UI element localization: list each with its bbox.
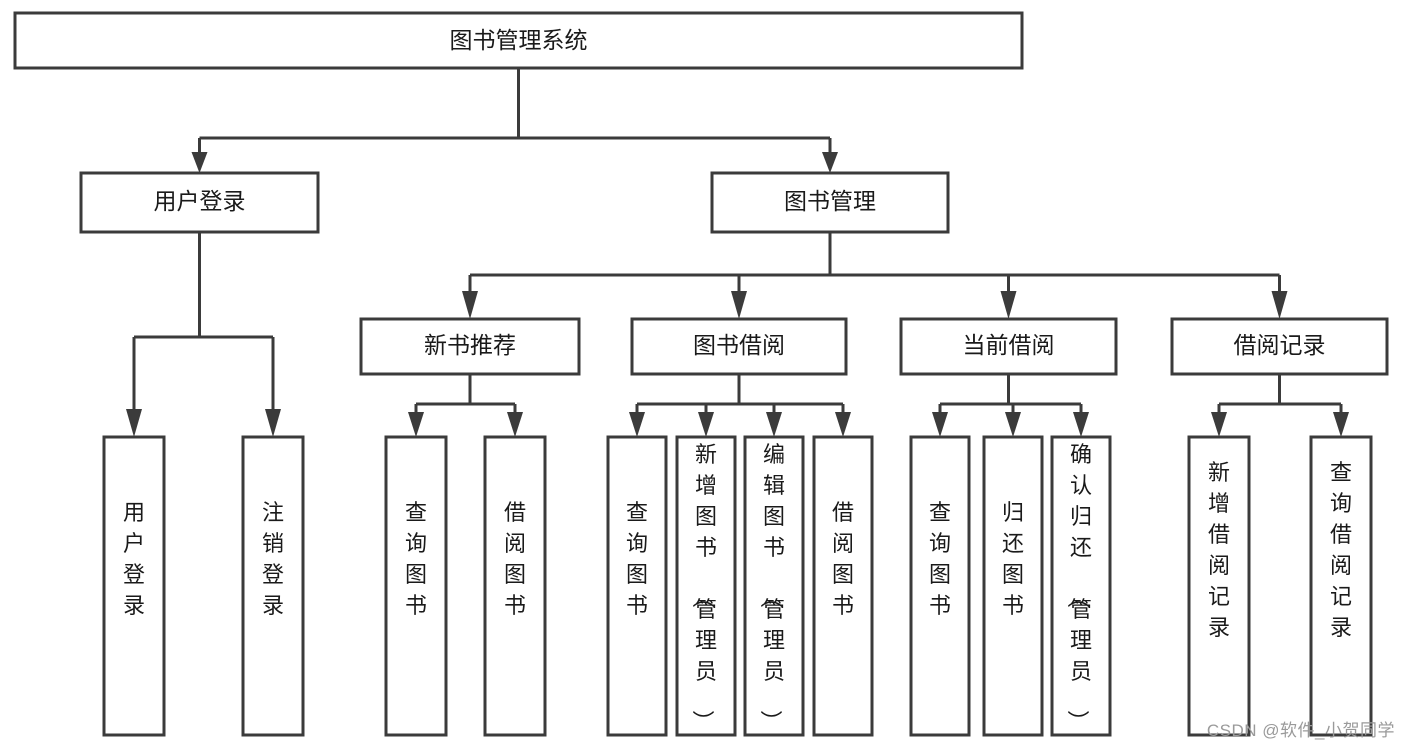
node-borrow-record-label: 借阅记录	[1234, 332, 1326, 358]
arrow-head-icon	[462, 291, 478, 319]
watermark-text: CSDN @软件_小贺同学	[1206, 721, 1395, 740]
node-leaf-borrow-book[interactable]: 借阅图书	[812, 435, 874, 737]
arrow-head-icon	[766, 412, 782, 437]
node-leaf-add-borrow-record-box[interactable]	[1187, 435, 1251, 737]
node-leaf-return-book-box[interactable]	[982, 435, 1044, 737]
arrow-head-icon	[265, 409, 281, 437]
node-user-login-label: 用户登录	[154, 188, 246, 214]
arrow-head-icon	[629, 412, 645, 437]
node-leaf-borrow-book-new-box[interactable]	[483, 435, 547, 737]
arrow-head-icon	[1211, 412, 1227, 437]
node-leaf-logout[interactable]: 注销登录	[241, 435, 305, 737]
node-root-box[interactable]	[13, 11, 1024, 70]
node-current-borrow-box[interactable]	[899, 317, 1118, 376]
node-book-management[interactable]: 图书管理	[710, 171, 950, 234]
node-leaf-add-book-admin[interactable]: 新增图书（管理员）	[675, 435, 737, 737]
node-borrow-record-box[interactable]	[1170, 317, 1389, 376]
node-leaf-query-borrow-record[interactable]: 查询借阅记录	[1309, 435, 1373, 737]
node-leaf-confirm-return-admin-box[interactable]	[1050, 435, 1112, 737]
node-leaf-edit-book-admin-label: 编辑图书（管理员）	[758, 442, 785, 732]
node-new-book-recommend-box[interactable]	[359, 317, 581, 376]
node-leaf-query-book-new-box[interactable]	[384, 435, 448, 737]
arrow-head-icon	[835, 412, 851, 437]
arrow-head-icon	[191, 152, 208, 173]
node-leaf-logout-label: 注销登录	[262, 500, 284, 618]
arrow-head-icon	[822, 152, 838, 173]
node-root-label: 图书管理系统	[450, 27, 588, 53]
node-root[interactable]: 图书管理系统	[13, 11, 1024, 70]
node-leaf-user-login-box[interactable]	[102, 435, 166, 737]
arrow-head-icon	[126, 409, 142, 437]
node-leaf-query-book-new-label: 查询图书	[405, 500, 427, 618]
connector-layer	[126, 68, 1349, 437]
node-leaf-edit-book-admin[interactable]: 编辑图书（管理员）	[743, 435, 805, 737]
node-leaf-user-login[interactable]: 用户登录	[102, 435, 166, 737]
arrow-head-icon	[1000, 291, 1017, 319]
node-leaf-query-book-borrow[interactable]: 查询图书	[606, 435, 668, 737]
node-user-login-box[interactable]	[79, 171, 320, 234]
node-leaf-borrow-book-label: 借阅图书	[832, 500, 854, 618]
node-leaf-borrow-book-box[interactable]	[812, 435, 874, 737]
arrow-head-icon	[698, 412, 714, 437]
node-leaf-query-book-borrow-label: 查询图书	[626, 500, 648, 618]
node-leaf-borrow-book-new-label: 借阅图书	[504, 500, 526, 618]
node-book-borrow-box[interactable]	[630, 317, 848, 376]
node-book-management-label: 图书管理	[784, 188, 876, 214]
node-leaf-query-book-current-box[interactable]	[909, 435, 971, 737]
arrow-head-icon	[408, 412, 424, 437]
arrow-head-icon	[1333, 412, 1349, 437]
node-leaf-logout-box[interactable]	[241, 435, 305, 737]
node-leaf-return-book-label: 归还图书	[1002, 500, 1024, 618]
node-leaf-confirm-return-admin-label: 确认归还（管理员）	[1065, 442, 1092, 732]
node-current-borrow-label: 当前借阅	[963, 332, 1055, 358]
node-book-borrow[interactable]: 图书借阅	[630, 317, 848, 376]
node-borrow-record[interactable]: 借阅记录	[1170, 317, 1389, 376]
node-leaf-add-book-admin-label: 新增图书（管理员）	[690, 442, 717, 732]
node-leaf-add-book-admin-box[interactable]	[675, 435, 737, 737]
node-leaf-query-book-current-label: 查询图书	[929, 500, 951, 618]
node-leaf-query-book-borrow-box[interactable]	[606, 435, 668, 737]
node-leaf-query-book-new[interactable]: 查询图书	[384, 435, 448, 737]
arrow-head-icon	[731, 291, 747, 319]
arrow-head-icon	[1005, 412, 1021, 437]
node-leaf-query-book-current[interactable]: 查询图书	[909, 435, 971, 737]
arrow-head-icon	[507, 412, 523, 437]
node-leaf-query-borrow-record-label: 查询借阅记录	[1330, 460, 1352, 640]
node-leaf-return-book[interactable]: 归还图书	[982, 435, 1044, 737]
node-new-book-recommend-label: 新书推荐	[424, 332, 516, 358]
arrow-head-icon	[932, 412, 948, 437]
node-leaf-query-borrow-record-box[interactable]	[1309, 435, 1373, 737]
arrow-head-icon	[1271, 291, 1288, 319]
node-leaf-add-borrow-record[interactable]: 新增借阅记录	[1187, 435, 1251, 737]
node-book-management-box[interactable]	[710, 171, 950, 234]
node-leaf-borrow-book-new[interactable]: 借阅图书	[483, 435, 547, 737]
node-leaf-edit-book-admin-box[interactable]	[743, 435, 805, 737]
arrow-head-icon	[1073, 412, 1089, 437]
node-leaf-add-borrow-record-label: 新增借阅记录	[1208, 460, 1230, 640]
node-leaf-user-login-label: 用户登录	[123, 500, 145, 618]
node-new-book-recommend[interactable]: 新书推荐	[359, 317, 581, 376]
node-leaf-confirm-return-admin[interactable]: 确认归还（管理员）	[1050, 435, 1112, 737]
node-book-borrow-label: 图书借阅	[693, 332, 785, 358]
node-current-borrow[interactable]: 当前借阅	[899, 317, 1118, 376]
node-user-login[interactable]: 用户登录	[79, 171, 320, 234]
